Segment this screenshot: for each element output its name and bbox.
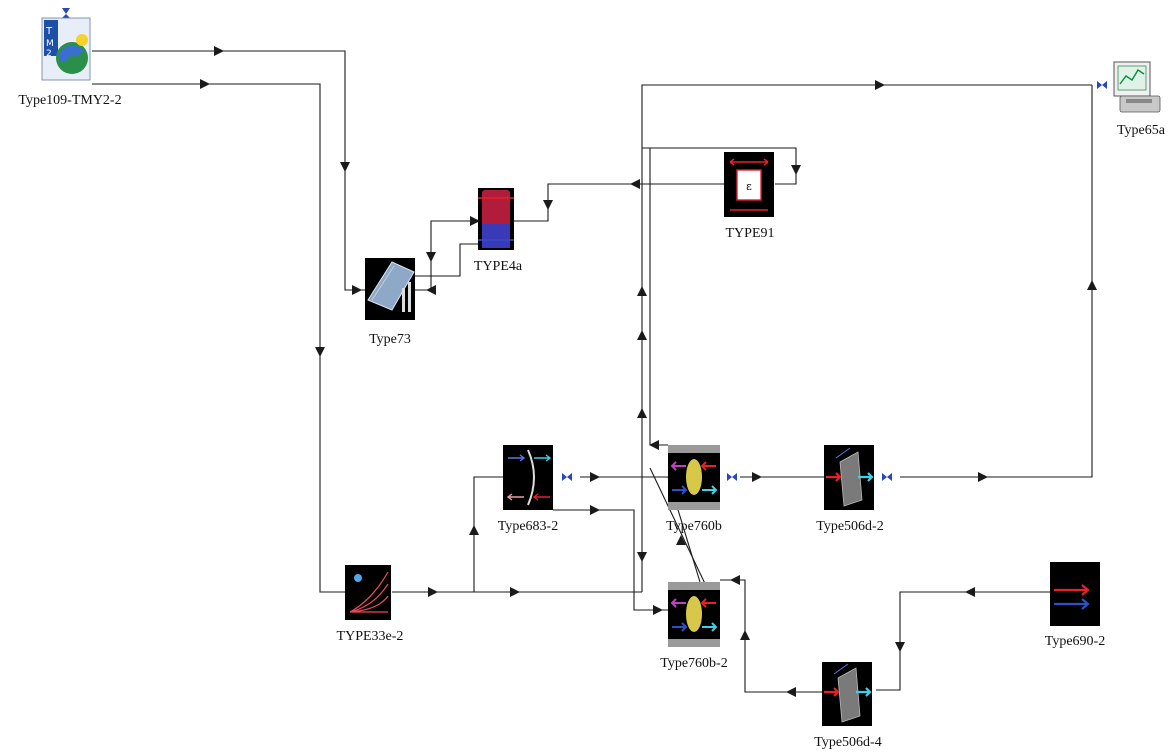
flow-arrow (428, 587, 438, 597)
port-icon (562, 473, 572, 481)
flow-arrow (653, 605, 663, 615)
flow-arrow (315, 347, 325, 357)
link-tank-to-collector[interactable] (413, 243, 480, 296)
link-collector-to-tank[interactable] (410, 220, 478, 291)
component-type760b[interactable]: Type760b (666, 445, 722, 534)
component-type4a[interactable]: TYPE4a (474, 188, 523, 274)
flow-arrow (637, 286, 647, 296)
component-type33e[interactable]: TYPE33e-2 (337, 565, 404, 644)
connections (92, 50, 1093, 693)
component-label: TYPE4a (474, 259, 523, 274)
flow-arrow (590, 472, 600, 482)
flow-arrow (740, 630, 750, 640)
flow-arrow (965, 587, 975, 597)
component-type506d4[interactable]: Type506d-4 (814, 662, 882, 750)
energy-recovery-wheel-icon (668, 445, 720, 510)
component-label: Type506d-4 (814, 735, 881, 750)
component-label: Type73 (369, 332, 411, 347)
component-label: Type760b-2 (660, 656, 727, 671)
link-source-to-evap4[interactable] (876, 591, 1050, 691)
flow-arrow (637, 552, 647, 562)
link-desiccant-lower[interactable] (553, 509, 668, 611)
flow-arrow (752, 472, 762, 482)
flow-arrow (426, 252, 436, 262)
flow-arrow (875, 80, 885, 90)
flow-arrow (637, 330, 647, 340)
flow-arrows (200, 46, 1097, 697)
component-label: Type690-2 (1045, 634, 1105, 649)
link-weather-to-psychro[interactable] (92, 83, 345, 593)
flow-arrow (543, 200, 553, 210)
flow-arrow (352, 285, 362, 295)
component-label: Type506d-2 (816, 519, 883, 534)
component-type690[interactable]: Type690-2 (1045, 562, 1105, 649)
storage-tank-icon (478, 188, 514, 250)
svg-text:T: T (45, 26, 53, 37)
flow-arrow (895, 642, 905, 652)
port-icon (727, 473, 737, 481)
weather-data-icon: T M 2 (41, 17, 91, 81)
component-type65a[interactable]: Type65a (1113, 61, 1166, 138)
flow-arrow (649, 440, 659, 450)
air-source-icon (1050, 562, 1100, 626)
link-evap4-to-erw2[interactable] (720, 579, 824, 693)
flow-arrow (469, 525, 479, 535)
flow-arrow (637, 408, 647, 418)
psychrometrics-icon (345, 565, 391, 620)
flow-arrow (630, 179, 640, 189)
component-label: TYPE33e-2 (337, 629, 404, 644)
flow-arrow (786, 687, 796, 697)
flow-arrow (978, 472, 988, 482)
component-label: Type760b (666, 519, 722, 534)
evaporative-cooler-icon (822, 662, 872, 726)
svg-text:2: 2 (46, 49, 52, 59)
link-psychro-to-desiccant[interactable] (392, 476, 503, 593)
link-hx-to-tank[interactable] (510, 183, 724, 222)
component-type109[interactable]: T M 2 Type109-TMY2-2 (18, 17, 122, 108)
solar-collector-icon (365, 258, 415, 320)
port-icon (1097, 81, 1107, 89)
component-type73[interactable]: Type73 (365, 258, 415, 347)
energy-recovery-wheel-icon (668, 582, 720, 647)
flow-arrow (791, 165, 801, 175)
svg-text:ε: ε (746, 180, 752, 193)
component-type91[interactable]: ε TYPE91 (724, 152, 775, 241)
flow-arrow (214, 46, 224, 56)
component-label: Type109-TMY2-2 (18, 93, 121, 108)
link-weather-to-collector[interactable] (92, 50, 365, 291)
flow-arrow (676, 535, 686, 545)
desiccant-wheel-icon (503, 445, 553, 510)
component-type760b2[interactable]: Type760b-2 (660, 582, 728, 671)
svg-text:M: M (46, 39, 54, 49)
component-label: Type683-2 (498, 519, 558, 534)
flow-arrow (590, 505, 600, 515)
flow-arrow (470, 216, 480, 226)
component-label: TYPE91 (726, 226, 775, 241)
link-evap-to-plotter[interactable] (900, 85, 1093, 478)
heat-exchanger-icon: ε (724, 152, 774, 217)
link-diag-1[interactable] (649, 467, 709, 591)
flow-arrow (426, 285, 436, 295)
link-main-trunk[interactable] (641, 84, 1092, 592)
flow-arrow (200, 79, 210, 89)
component-type683[interactable]: Type683-2 (498, 445, 558, 534)
online-plotter-icon (1113, 61, 1161, 113)
flow-arrow (510, 587, 520, 597)
evaporative-cooler-icon (824, 445, 874, 510)
port-icon (882, 473, 892, 481)
flow-arrow (1087, 280, 1097, 290)
flow-arrow (730, 575, 740, 585)
flow-arrow (340, 162, 350, 172)
component-type506d2[interactable]: Type506d-2 (816, 445, 884, 534)
connector-ports (62, 8, 1107, 481)
component-label: Type65a (1117, 123, 1166, 138)
port-icon (62, 8, 70, 18)
